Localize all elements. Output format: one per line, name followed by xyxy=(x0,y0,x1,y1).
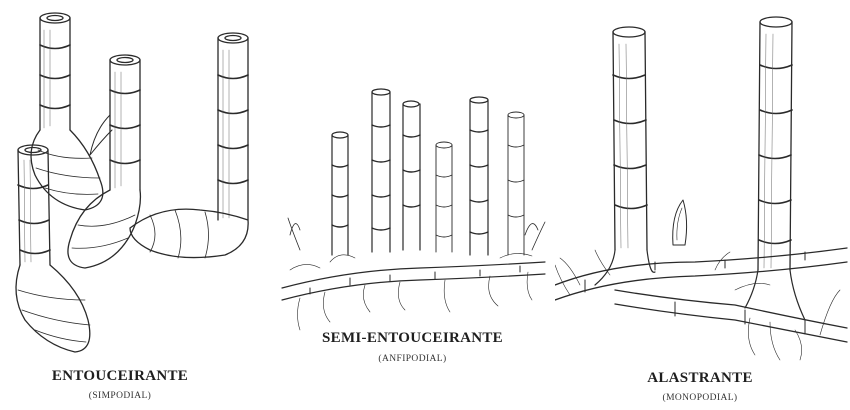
monopodial-rhizome-illustration xyxy=(555,0,850,410)
panel-subtitle: (MONOPODIAL) xyxy=(600,393,800,403)
panel-semi-entouceirante: SEMI-ENTOUCEIRANTE (ANFIPODIAL) xyxy=(270,0,555,410)
sympodial-rhizome-illustration xyxy=(0,0,270,410)
panel-alastrante: ALASTRANTE (MONOPODIAL) xyxy=(555,0,850,410)
panel-title: ENTOUCEIRANTE xyxy=(20,368,220,385)
panel-entouceirante: ENTOUCEIRANTE (SIMPODIAL) xyxy=(0,0,270,410)
panel-subtitle: (SIMPODIAL) xyxy=(20,391,220,401)
panel-title: SEMI-ENTOUCEIRANTE xyxy=(280,330,545,347)
panel-subtitle: (ANFIPODIAL) xyxy=(280,354,545,364)
amphipodial-rhizome-illustration xyxy=(270,0,555,410)
panel-title: ALASTRANTE xyxy=(600,370,800,387)
